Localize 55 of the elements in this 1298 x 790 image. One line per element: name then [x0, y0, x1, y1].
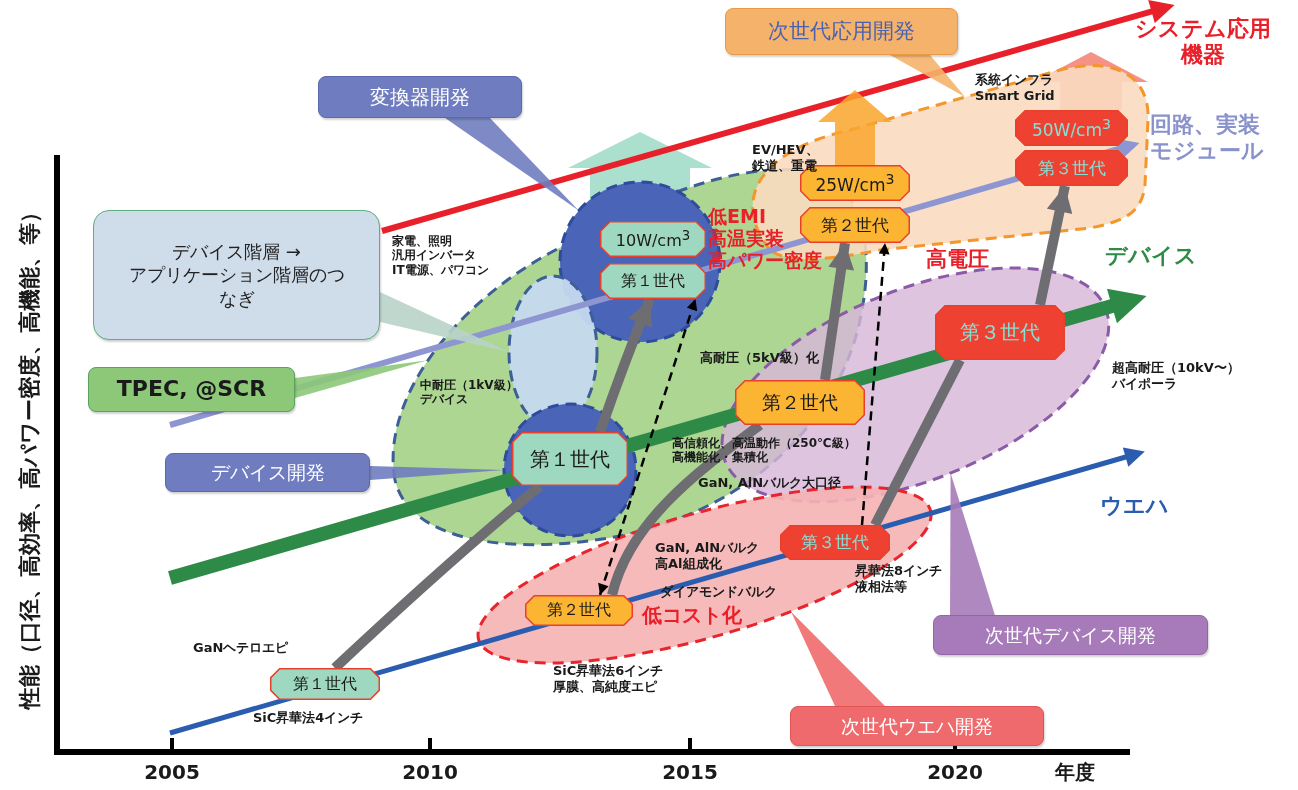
octagon-tag: 第３世代 — [935, 305, 1065, 360]
callout-pointer — [295, 360, 428, 398]
callout-box: デバイス階層 → アプリケーション階層のつなぎ — [93, 210, 380, 340]
note-text: 家電、照明汎用インバータIT電源、パワコン — [392, 234, 489, 278]
note-text: SiC昇華法4インチ — [253, 710, 364, 726]
octagon-tag: 第３世代 — [1015, 150, 1128, 186]
dashed-circle — [501, 401, 639, 539]
note-text: GaNヘテロエピ — [193, 640, 289, 656]
callout-box: 次世代ウエハ開発 — [790, 706, 1044, 746]
trend-label: 回路、実装モジュール — [1150, 112, 1264, 165]
callout-pointer — [890, 55, 966, 97]
octagon-tag: 第１世代 — [512, 432, 628, 486]
note-text: GaN, AlNバルク高Al組成化 — [655, 540, 760, 572]
note-text: 昇華法8インチ液相法等 — [855, 563, 943, 595]
tick-label: 2020 — [927, 760, 983, 784]
callout-box: デバイス開発 — [165, 453, 370, 492]
octagon-tag: 第２世代 — [735, 380, 865, 425]
axis-title: 性能（口径、高効率、高パワー密度、高機能、等） — [16, 201, 43, 709]
octagon-tag: 第３世代 — [780, 525, 890, 560]
tick-label: 2005 — [144, 760, 200, 784]
note-text: SiC昇華法6インチ厚膜、高純度エピ — [553, 663, 664, 695]
callout-pointer — [791, 611, 885, 706]
block-arrow — [818, 90, 892, 165]
octagon-tag: 10W/cm$^{3}$ — [600, 221, 706, 257]
note-text: 超高耐圧（10kV〜）バイポーラ — [1112, 360, 1240, 392]
note-text: 高信頼化、高温動作（250℃級）高機能化・集積化 — [672, 436, 856, 465]
octagon-tag: 第２世代 — [525, 595, 633, 626]
axis-title: 年度 — [1055, 760, 1095, 784]
arrow — [595, 297, 655, 434]
note-text: 系統インフラ Smart Grid — [975, 72, 1055, 104]
octagon-tag: 50W/cm$^{3}$ — [1015, 110, 1128, 146]
callout-pointer — [445, 118, 579, 211]
callout-box: 変換器開発 — [318, 76, 522, 118]
dashed-arrow — [860, 242, 890, 526]
octagon-tag: 第１世代 — [600, 263, 706, 299]
octagon-tag: 第２世代 — [800, 207, 910, 243]
tick-label: 2015 — [662, 760, 718, 784]
callout-pointer — [950, 473, 995, 615]
dashed-arrow — [598, 298, 698, 596]
note-text: 中耐圧（1kV級）デバイス — [420, 378, 518, 407]
note-text: ダイアモンドバルク — [660, 584, 777, 600]
note-text: 高耐圧（5kV級）化 — [700, 350, 819, 366]
trend-label: システム応用機器 — [1135, 16, 1271, 69]
callout-box: TPEC, @SCR — [88, 367, 295, 412]
callout-box: 次世代デバイス開発 — [933, 615, 1208, 655]
callout-pointer — [380, 292, 509, 352]
tick-label: 2010 — [402, 760, 458, 784]
note-text: GaN, AlNバルク大口径 — [698, 475, 842, 491]
trend-label: ウエハ — [1100, 493, 1169, 520]
trend-label: デバイス — [1105, 243, 1197, 270]
arrow — [820, 242, 855, 381]
octagon-tag: 第１世代 — [270, 668, 380, 700]
feature-text: 低コスト化 — [642, 604, 742, 626]
arrow — [1035, 184, 1073, 307]
feature-text: 高電圧 — [926, 249, 989, 270]
